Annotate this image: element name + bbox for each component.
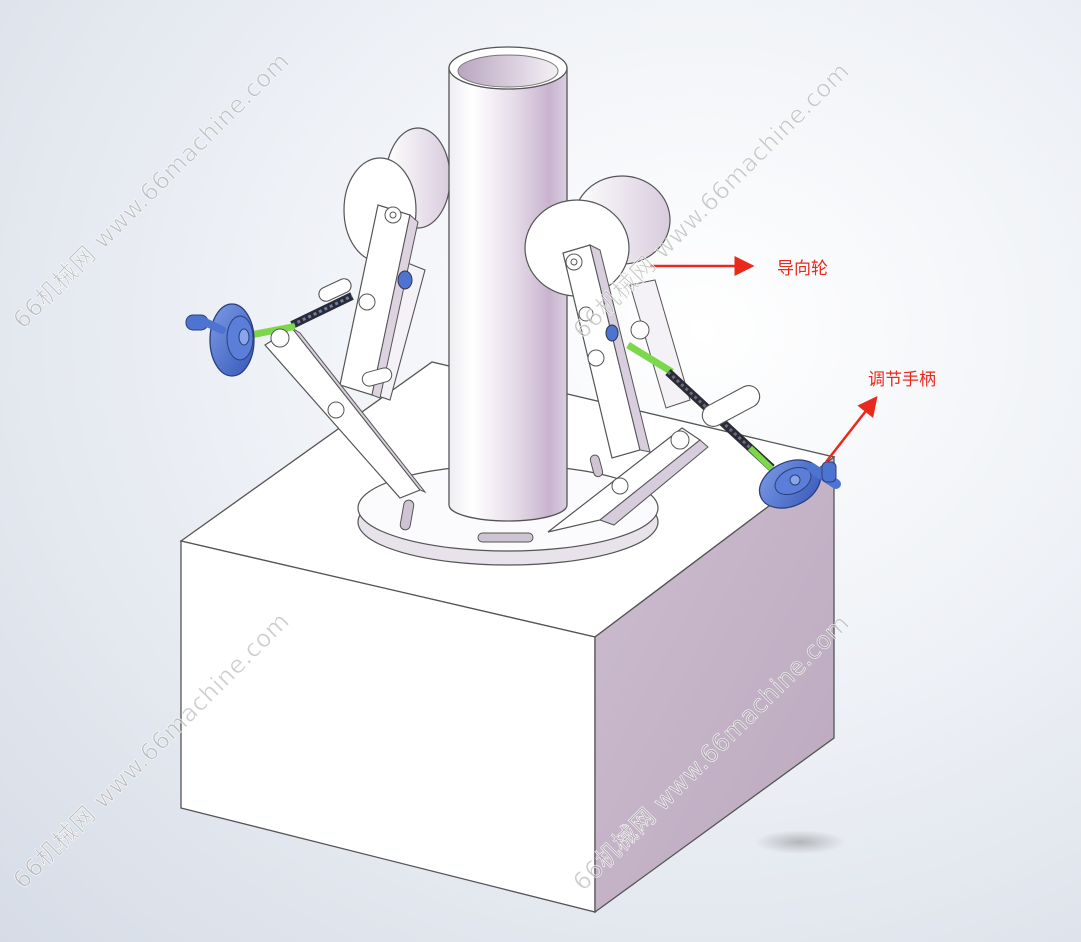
right-collar [701, 385, 761, 427]
right-green-rod [626, 342, 674, 375]
left-linkage [236, 204, 427, 499]
adjust-handle-right [758, 459, 841, 509]
box-side-face [594, 455, 835, 914]
left-collar [318, 278, 352, 302]
adjust-handle-left [185, 303, 255, 377]
adjust-handle-label: 调节手柄 [868, 370, 936, 390]
guide-wheel-right [524, 175, 671, 297]
guide-wheel-label: 导向轮 [777, 259, 828, 279]
floor-shadow [755, 830, 845, 854]
plate-slot-right [589, 454, 604, 478]
plate-slot-front [477, 532, 534, 543]
mounting-plate [357, 454, 659, 566]
plate-slot-left [399, 499, 415, 531]
central-tube [448, 46, 568, 522]
adjust-handle-arrow [825, 396, 878, 463]
right-linkage [547, 244, 778, 533]
